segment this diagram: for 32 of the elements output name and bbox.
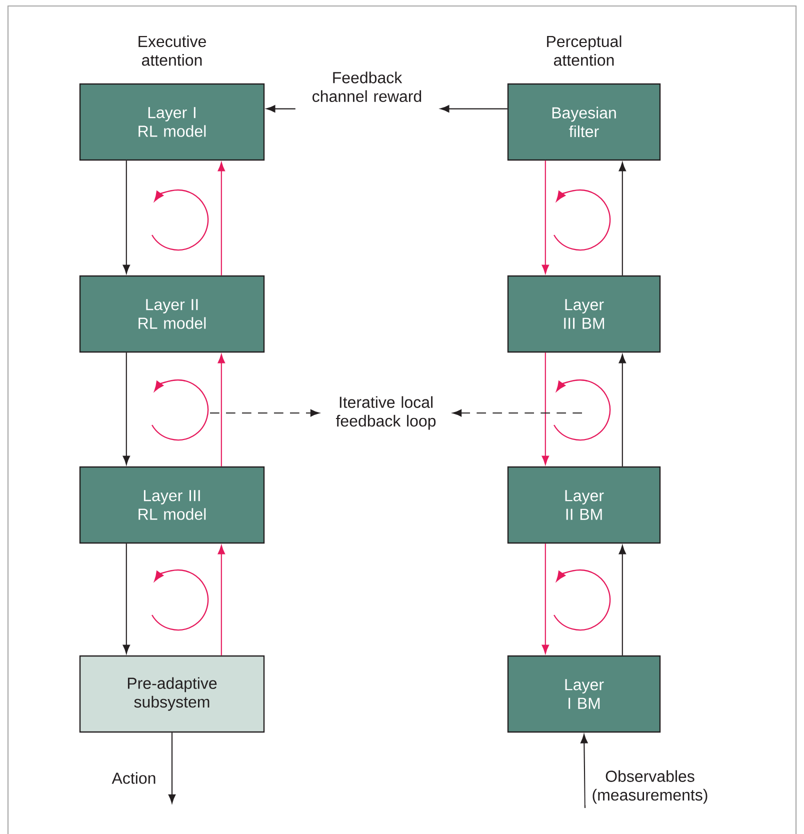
column-heading: Perceptual attention — [547, 35, 622, 66]
arrow — [580, 734, 588, 808]
arrow — [168, 732, 176, 804]
arrow — [542, 160, 549, 274]
layer-box: Bayesian filter — [507, 83, 661, 161]
arrow — [452, 409, 582, 417]
arrow — [440, 105, 508, 112]
arrow — [542, 544, 549, 654]
arrow — [122, 160, 130, 274]
arrow — [618, 162, 626, 276]
edge-label: Action — [104, 770, 164, 786]
arrow — [122, 352, 130, 465]
arrow — [542, 352, 549, 465]
layer-box: Layer III BM — [507, 275, 661, 353]
arrow — [122, 544, 130, 654]
arrow — [618, 354, 626, 466]
annotation-text: Iterative local feedback loop — [336, 396, 436, 430]
arrow — [210, 409, 320, 417]
edge-label: Observables (measurements) — [585, 768, 715, 806]
arrow — [618, 545, 626, 656]
layer-box: Layer II BM — [507, 466, 661, 544]
layer-box: Layer II RL model — [79, 275, 265, 353]
arrow — [218, 354, 225, 466]
annotation-text: Feedback channel reward — [312, 72, 422, 102]
arrow — [218, 545, 225, 656]
layer-box: Layer I BM — [507, 655, 661, 733]
layer-box: Layer III RL model — [79, 466, 265, 544]
layer-box: Pre-adaptive subsystem — [79, 655, 265, 733]
column-heading: Executive attention — [138, 35, 206, 66]
arrow — [218, 162, 225, 276]
layer-box: Layer I RL model — [79, 83, 265, 161]
arrow — [266, 105, 296, 112]
